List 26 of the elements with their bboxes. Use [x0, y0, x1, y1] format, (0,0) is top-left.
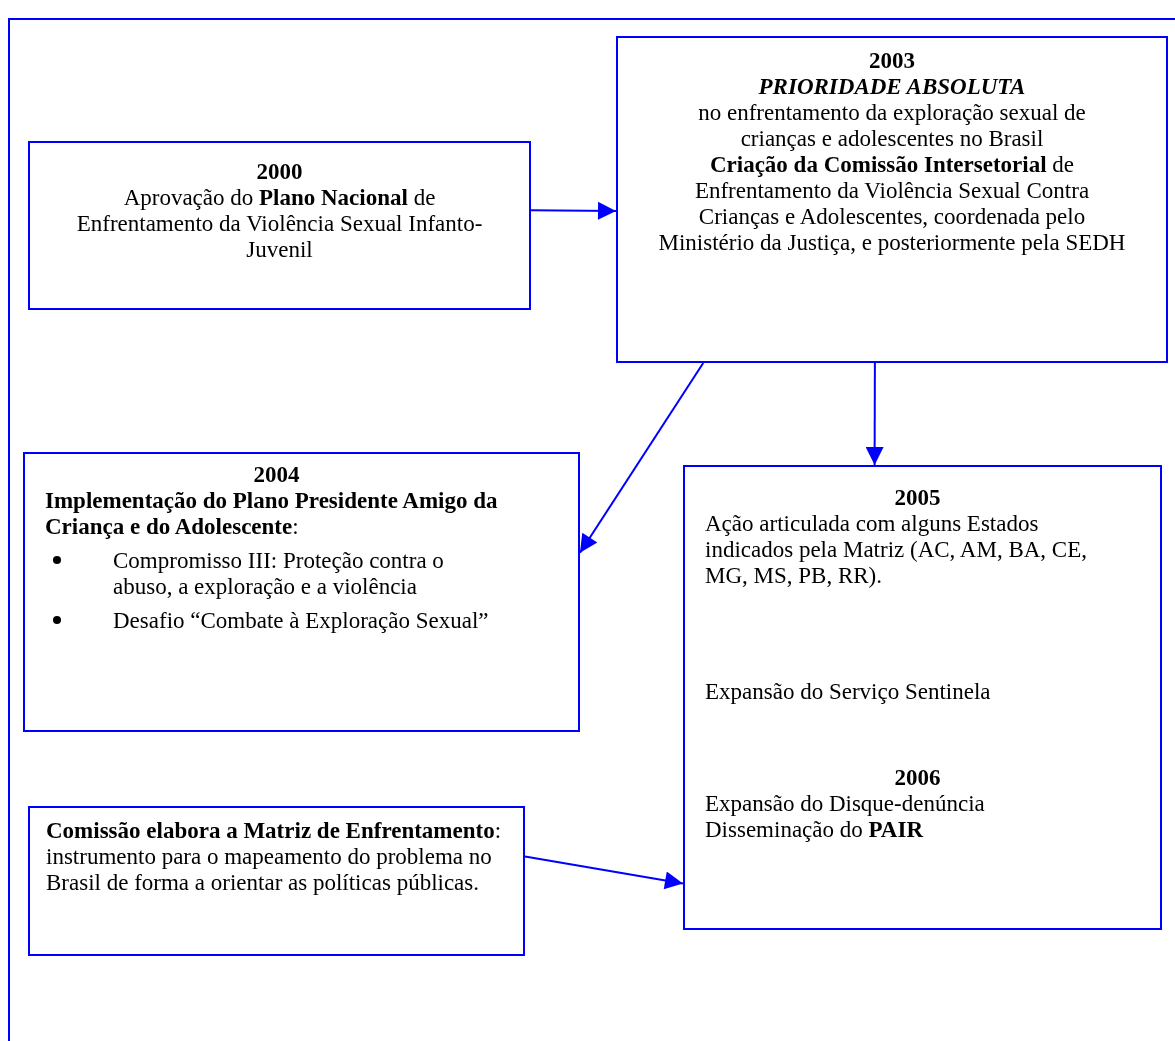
year-heading: 2000 — [255, 159, 304, 185]
bullet-item: Compromisso III: Proteção contra o abuso, a exploração e a violência — [113, 548, 444, 599]
box-text: Ação articulada com alguns Estados indicados pela Matriz (AC, AM, BA, CE, MG, MS, PB, RR). — [705, 511, 1088, 589]
year-heading: 2004 — [252, 462, 301, 488]
arrow — [524, 855, 684, 890]
box-text: Implementação do Plano Presidente Amigo da Criança e do Adolescente: — [45, 488, 499, 540]
box-text: Disseminação do PAIR — [705, 817, 925, 843]
timeline-box — [28, 141, 531, 310]
timeline-box — [23, 452, 580, 732]
year-heading: 2003 — [868, 48, 916, 74]
box-text: Expansão do Disque-denúncia — [705, 791, 986, 817]
timeline-box — [28, 806, 525, 956]
arrow — [579, 362, 705, 554]
bullet-item: Desafio “Combate à Exploração Sexual” — [113, 608, 489, 633]
box-text: Expansão do Serviço Sentinela — [705, 679, 992, 705]
box-text: Criação da Comissão Intersetorial de Enfrentamento da Violência Sexual Contra Crianças e Adolescentes, coordenada pelo Ministério da Justiça, e posteriormente pela SEDH — [658, 152, 1126, 256]
arrow — [530, 201, 617, 220]
timeline-box — [683, 465, 1162, 930]
box-text: Comissão elabora a Matriz de Enfrentamento: — [46, 818, 503, 844]
box-text: Aprovação do Plano Nacional de Enfrentamento da Violência Sexual Infanto-Juvenil — [75, 185, 484, 263]
box-text: PRIORIDADE ABSOLUTA — [757, 74, 1027, 100]
year-heading: 2006 — [893, 765, 942, 791]
year-heading: 2005 — [893, 485, 942, 511]
arrow — [865, 362, 884, 466]
box-text: instrumento para o mapeamento do problema no Brasil de forma a orientar as políticas públicas. — [46, 844, 493, 896]
timeline-box — [616, 36, 1168, 363]
